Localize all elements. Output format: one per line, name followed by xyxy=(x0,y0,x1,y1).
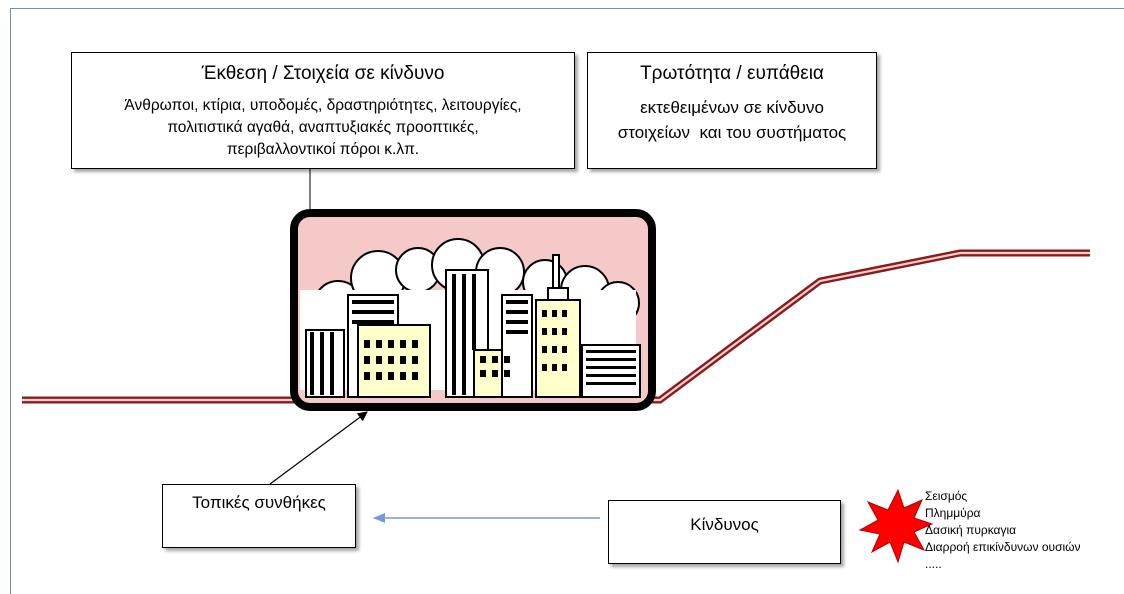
vulnerability-line: εκτεθειμένων σε κίνδυνο xyxy=(640,98,824,117)
exposure-title: Έκθεση / Στοιχεία σε κίνδυνο xyxy=(201,63,445,84)
frame-left-border xyxy=(10,8,11,594)
local-to-city-arrow xyxy=(269,411,368,485)
hazard-label: Κίνδυνος xyxy=(690,515,759,534)
exposure-line: Άνθρωποι, κτίρια, υποδομές, δραστηριότητ… xyxy=(124,97,522,114)
hazard-example: Σεισμός xyxy=(925,489,968,503)
vulnerability-description: εκτεθειμένων σε κίνδυνο στοιχείων και το… xyxy=(588,95,876,145)
hazard-example: Δασική πυρκαγια xyxy=(925,523,1017,537)
hazard-example: Διαρροή επικίνδυνων ουσιών xyxy=(925,540,1081,554)
exposure-line: πολιτιστικά αγαθά, αναπτυξιακές προοπτικ… xyxy=(167,119,479,136)
exposure-box: Έκθεση / Στοιχεία σε κίνδυνο Άνθρωποι, κ… xyxy=(71,52,575,169)
exposure-line: περιβαλλοντικοί πόροι κ.λπ. xyxy=(226,141,420,158)
vulnerability-box: Τρωτότητα / ευπάθεια εκτεθειμένων σε κίν… xyxy=(587,52,877,169)
hazard-examples-list: Σεισμός Πλημμύρα Δασική πυρκαγια Διαρροή… xyxy=(925,488,1081,573)
frame-top-border xyxy=(10,8,1124,9)
hazard-example: Πλημμύρα xyxy=(925,506,981,520)
vulnerability-line: στοιχείων και του συστήματος xyxy=(617,123,847,142)
city-skyline-icon xyxy=(290,209,656,411)
exposure-description: Άνθρωποι, κτίρια, υποδομές, δραστηριότητ… xyxy=(72,95,574,161)
hazard-box: Κίνδυνος xyxy=(608,500,841,564)
local-conditions-box: Τοπικές συνθήκες xyxy=(162,484,356,548)
hazard-example: ..... xyxy=(925,557,942,571)
explosion-icon xyxy=(858,488,934,564)
local-conditions-label: Τοπικές συνθήκες xyxy=(192,493,326,512)
vulnerability-title: Τρωτότητα / ευπάθεια xyxy=(640,63,824,84)
